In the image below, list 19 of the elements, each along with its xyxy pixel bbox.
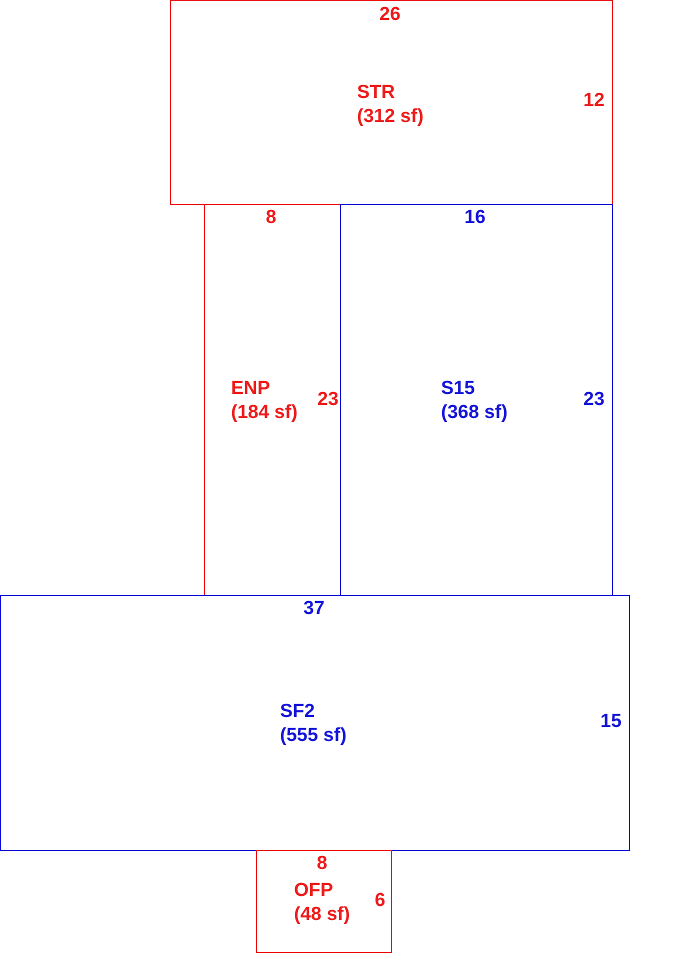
dimension-label: 26 bbox=[379, 4, 401, 26]
dimension-label: 23 bbox=[317, 389, 339, 411]
dimension-label: 16 bbox=[464, 207, 486, 229]
dimension-label: 15 bbox=[600, 711, 622, 733]
room-label: OFP (48 sf) bbox=[294, 879, 351, 927]
room-label: ENP (184 sf) bbox=[231, 377, 299, 425]
room-outline bbox=[340, 204, 613, 596]
dimension-label: 12 bbox=[583, 90, 605, 112]
room-label: SF2 (555 sf) bbox=[280, 700, 348, 748]
dimension-label: 8 bbox=[316, 853, 328, 875]
dimension-label: 37 bbox=[303, 598, 325, 620]
dimension-label: 8 bbox=[266, 207, 276, 229]
dimension-label: 6 bbox=[374, 890, 386, 912]
room-label: STR (312 sf) bbox=[357, 81, 425, 129]
room-outline bbox=[0, 595, 630, 851]
dimension-label: 23 bbox=[583, 389, 605, 411]
room-label: S15 (368 sf) bbox=[441, 377, 509, 425]
room-outline bbox=[256, 850, 392, 953]
room-outline bbox=[170, 0, 613, 205]
